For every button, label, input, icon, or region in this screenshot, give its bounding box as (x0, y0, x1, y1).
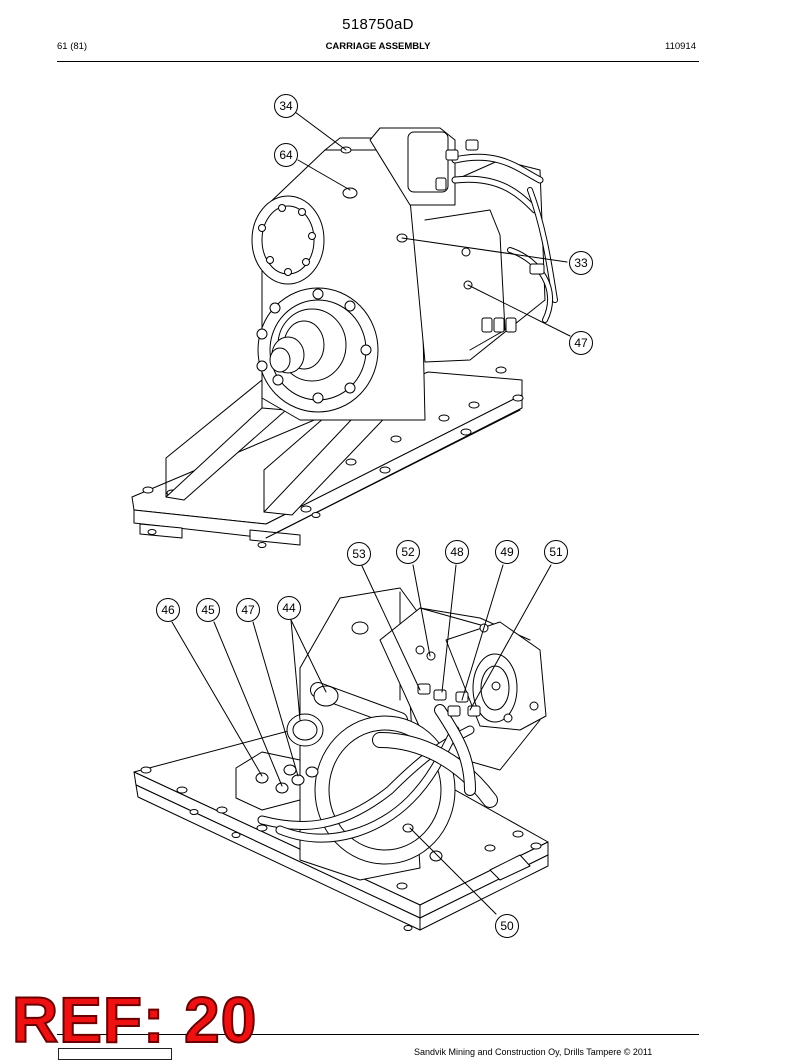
svg-text:33: 33 (574, 256, 588, 270)
svg-text:47: 47 (574, 336, 588, 350)
section-title: CARRIAGE ASSEMBLY (325, 41, 431, 52)
callout-49: 49 (495, 540, 519, 564)
header-divider (57, 61, 699, 62)
top-assembly-drawing (131, 127, 558, 548)
callout-34: 34 (274, 94, 298, 118)
top-leader-lines (294, 111, 571, 337)
svg-text:44: 44 (282, 601, 296, 615)
callout-64: 64 (274, 143, 298, 167)
reference-stamp: REF: 20 (11, 983, 258, 1057)
svg-text:64: 64 (279, 148, 293, 162)
bottom-assembly-drawing (133, 587, 549, 931)
svg-text:49: 49 (500, 545, 514, 559)
callout-52: 52 (396, 540, 420, 564)
publisher-text: Sandvik Mining and Construction Oy, Dril… (414, 1047, 653, 1057)
callout-48: 48 (445, 540, 469, 564)
callout-46: 46 (156, 598, 180, 622)
svg-text:50: 50 (500, 919, 514, 933)
svg-text:47: 47 (241, 603, 255, 617)
footer-divider (57, 1034, 699, 1035)
document-id: 518750aD (342, 16, 414, 33)
svg-text:46: 46 (161, 603, 175, 617)
callout-53: 53 (347, 542, 371, 566)
svg-text:48: 48 (450, 545, 464, 559)
page-number: 61 (81) (57, 41, 88, 52)
callout-44: 44 (277, 596, 301, 620)
svg-text:51: 51 (549, 545, 563, 559)
callout-33: 33 (569, 251, 593, 275)
svg-text:53: 53 (352, 547, 366, 561)
svg-text:34: 34 (279, 99, 293, 113)
callout-47-bottom: 47 (236, 598, 260, 622)
callout-51: 51 (544, 540, 568, 564)
bottom-leader-lines (171, 564, 552, 915)
callout-45: 45 (196, 598, 220, 622)
svg-text:52: 52 (401, 545, 415, 559)
callout-47-top: 47 (569, 331, 593, 355)
date-code: 110914 (665, 41, 696, 52)
svg-text:45: 45 (201, 603, 215, 617)
callout-50: 50 (495, 914, 519, 938)
